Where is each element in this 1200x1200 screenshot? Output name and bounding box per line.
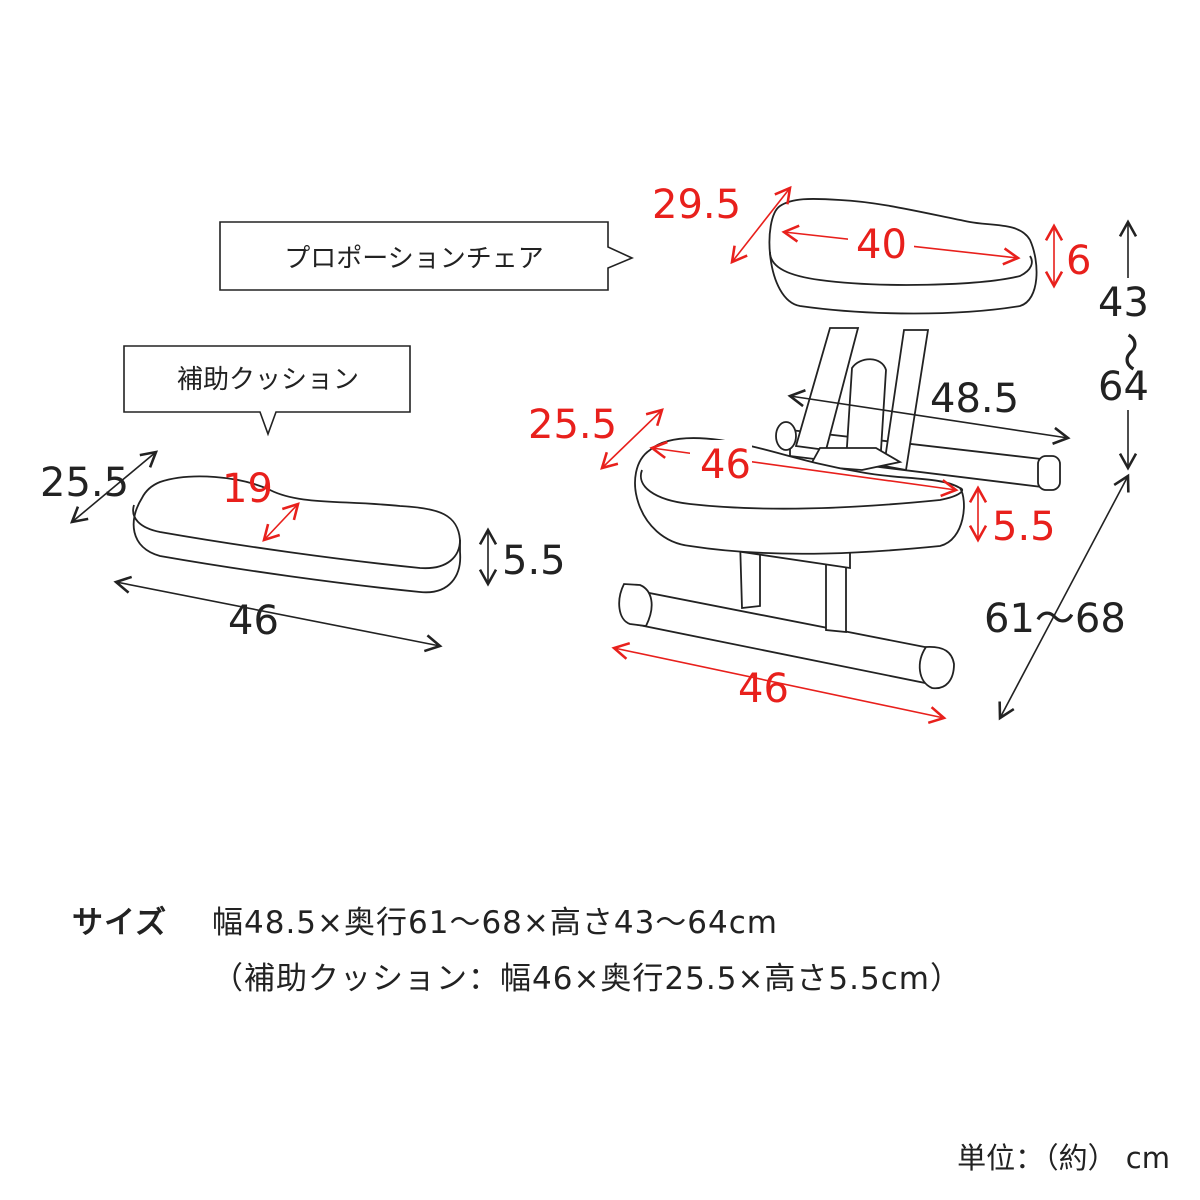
chair-overall-depth-value: 61〜68 bbox=[984, 596, 1126, 642]
chair-base-width-value: 46 bbox=[738, 666, 789, 712]
cushion-callout: 補助クッション bbox=[123, 345, 411, 437]
cushion-inner-value: 19 bbox=[222, 466, 273, 512]
chair-knee-width-value: 46 bbox=[700, 442, 751, 488]
size-label: サイズ bbox=[72, 905, 168, 941]
chair-overall-width-value: 48.5 bbox=[930, 376, 1019, 422]
chair-callout-text: プロポーションチェア bbox=[284, 244, 543, 274]
chair-seat-thickness-value: 6 bbox=[1066, 238, 1091, 284]
cushion-depth-value: 25.5 bbox=[40, 460, 129, 506]
cushion-callout-text: 補助クッション bbox=[177, 365, 359, 395]
chair-knee-depth-value: 25.5 bbox=[528, 402, 617, 448]
chair-dimension-lines bbox=[600, 185, 1138, 725]
chair-height-separator: 〜 bbox=[1106, 332, 1152, 372]
size-spec: サイズ 幅48.5×奥行61〜68×高さ43〜64cm （補助クッション：幅46×… bbox=[72, 895, 962, 1007]
size-main-line: 幅48.5×奥行61〜68×高さ43〜64cm bbox=[212, 905, 778, 941]
cushion-shape bbox=[132, 475, 462, 594]
cushion-width-value: 46 bbox=[228, 598, 279, 644]
size-spec-row-1: サイズ 幅48.5×奥行61〜68×高さ43〜64cm bbox=[72, 895, 962, 951]
size-cushion-line: （補助クッション：幅46×奥行25.5×高さ5.5cm） bbox=[212, 961, 962, 997]
cushion-dimension-lines bbox=[69, 450, 498, 653]
unit-note: 単位：（約） cm bbox=[957, 1141, 1170, 1175]
chair-height-max-value: 64 bbox=[1098, 364, 1149, 410]
chair-height-min-value: 43 bbox=[1098, 280, 1149, 326]
cushion-thickness-value: 5.5 bbox=[502, 538, 566, 584]
chair-seat-depth-value: 29.5 bbox=[652, 182, 741, 228]
chair-callout: プロポーションチェア bbox=[219, 221, 634, 291]
chair-seat-width-value: 40 bbox=[856, 222, 907, 268]
chair-knee-thickness-value: 5.5 bbox=[992, 504, 1056, 550]
